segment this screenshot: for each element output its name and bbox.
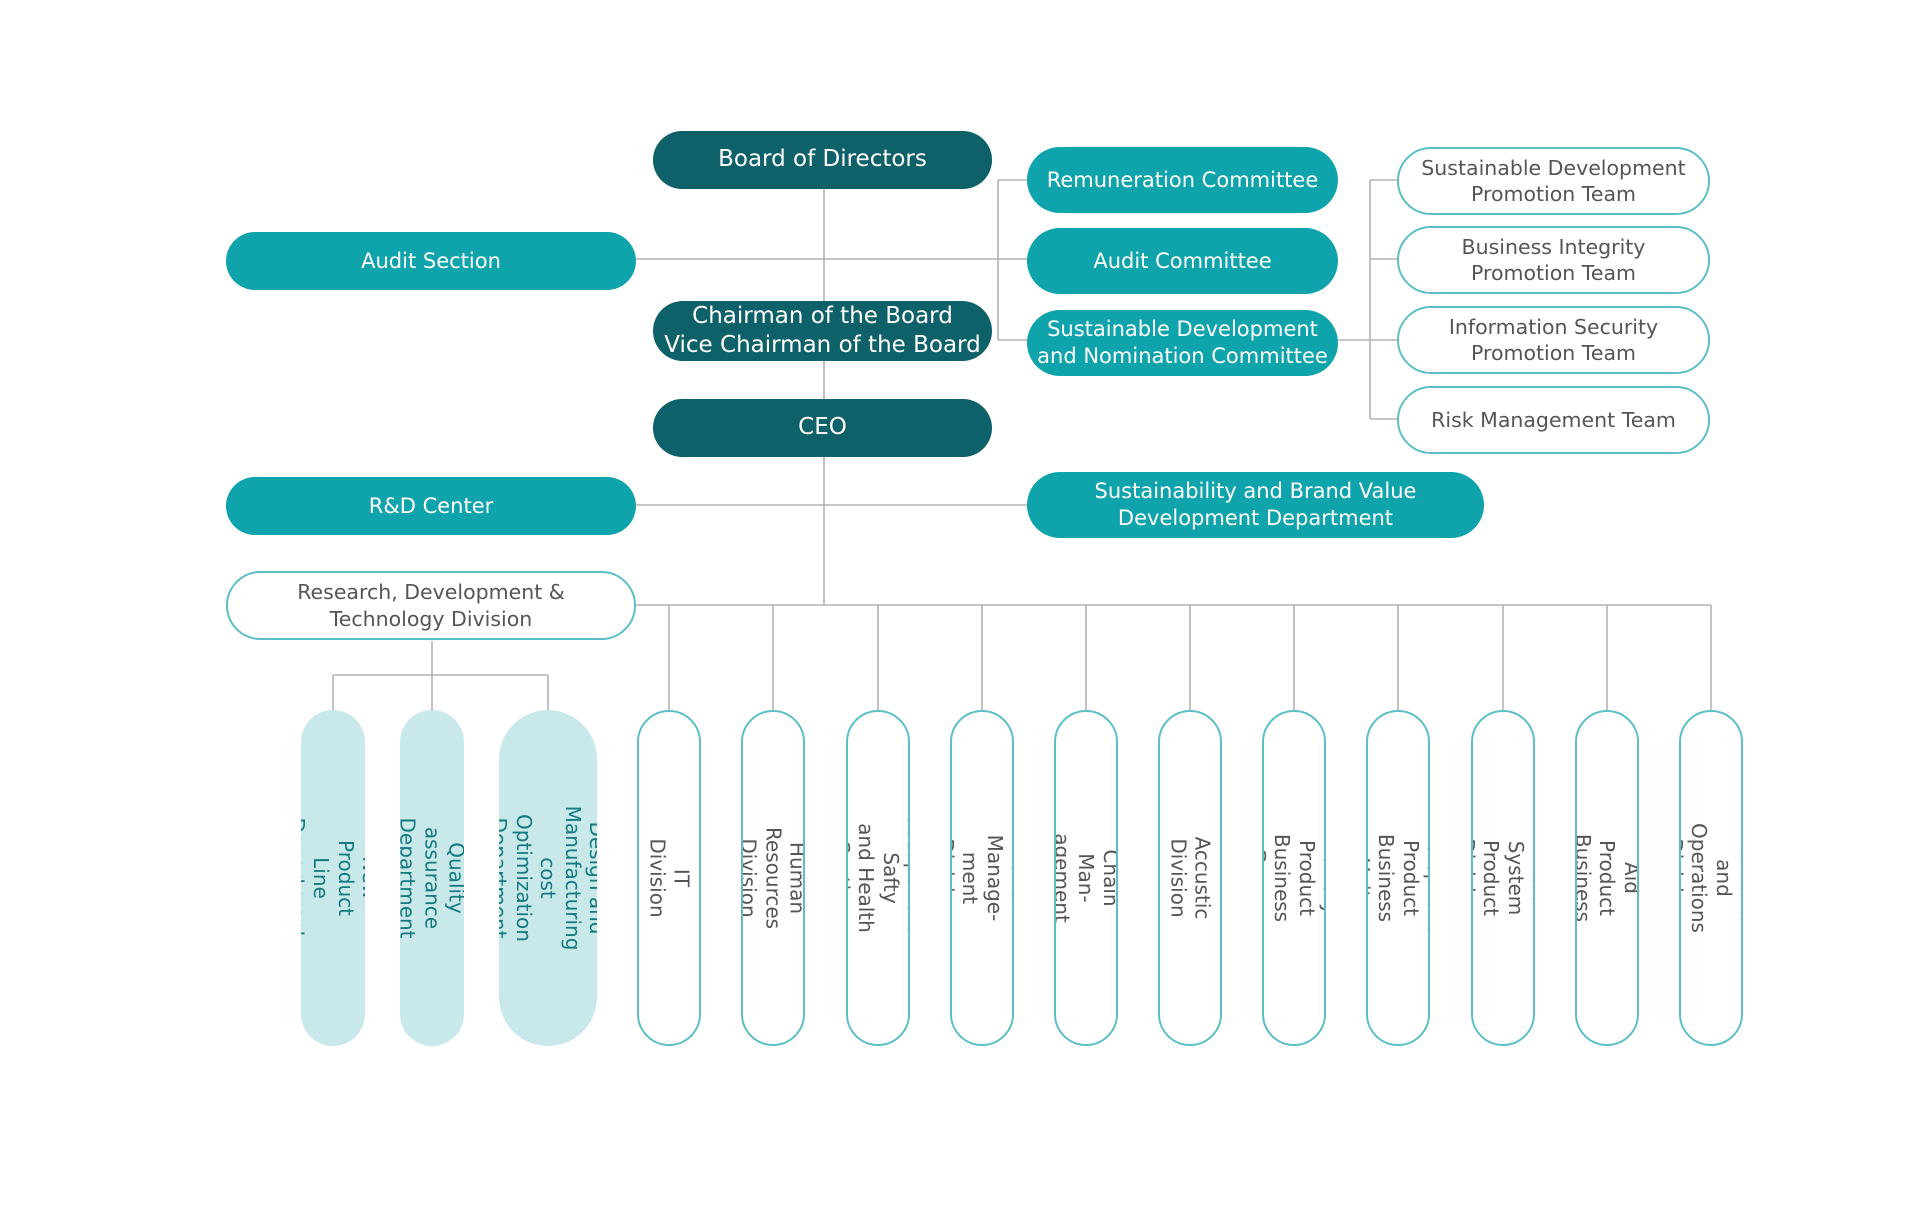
division: Financial Manage- ment Division — [950, 710, 1014, 1046]
remuneration-committee: Remuneration Committee — [1027, 147, 1338, 213]
division-label: Production and Operations Division — [1679, 823, 1743, 933]
division-label: IT Division — [645, 838, 694, 918]
division: Production and Operations Division — [1679, 710, 1743, 1046]
rd-department-label: Design and Manufacturing cost Optimizati… — [499, 805, 597, 951]
division-label: Accustic Division — [1166, 836, 1215, 920]
division-label: Microphone Product Business Unit — [1366, 819, 1430, 937]
rd-department-label: New Product Line Department — [301, 817, 365, 939]
sustainable-development-team: Sustainable Development Promotion Team — [1397, 147, 1710, 215]
division-label: Financial Manage- ment Division — [950, 834, 1014, 922]
division-label: Human Resources Division — [741, 826, 805, 930]
division: IT Division — [637, 710, 701, 1046]
rd-department: Design and Manufacturing cost Optimizati… — [499, 710, 597, 1046]
audit-section: Audit Section — [226, 232, 636, 290]
division: Human Resources Division — [741, 710, 805, 1046]
division: Micro System Product Division — [1471, 710, 1535, 1046]
division: Occupational Safty and Health Section — [846, 710, 910, 1046]
rd-center: R&D Center — [226, 477, 636, 535]
division-label: Supply Chain Man- agement Division — [1054, 833, 1118, 923]
rd-department: Quality assurance Department — [400, 710, 464, 1046]
division: Hearing Aid Product Business Division — [1575, 710, 1639, 1046]
risk-management-team: Risk Management Team — [1397, 386, 1710, 454]
business-integrity-team: Business Integrity Promotion Team — [1397, 226, 1710, 294]
sustainability-brand-department: Sustainability and Brand Value Developme… — [1027, 472, 1484, 538]
rd-department-label: Quality assurance Department — [400, 817, 464, 939]
rd-department: New Product Line Department — [301, 710, 365, 1046]
division: Battery Product Business Group — [1262, 710, 1326, 1046]
sustainable-nomination-committee: Sustainable Development and Nomination C… — [1027, 310, 1338, 376]
chairman-box: Chairman of the Board Vice Chairman of t… — [653, 301, 992, 361]
board-of-directors: Board of Directors — [653, 131, 992, 189]
audit-committee: Audit Committee — [1027, 228, 1338, 294]
division-label: Battery Product Business Group — [1262, 833, 1326, 923]
research-development-division: Research, Development & Technology Divis… — [226, 571, 636, 640]
division-label: Micro System Product Division — [1471, 838, 1535, 918]
information-security-team: Information Security Promotion Team — [1397, 306, 1710, 374]
division-label: Hearing Aid Product Business Division — [1575, 833, 1639, 923]
division: Accustic Division — [1158, 710, 1222, 1046]
division: Microphone Product Business Unit — [1366, 710, 1430, 1046]
division: Supply Chain Man- agement Division — [1054, 710, 1118, 1046]
division-label: Occupational Safty and Health Section — [846, 812, 910, 944]
ceo-box: CEO — [653, 399, 992, 457]
